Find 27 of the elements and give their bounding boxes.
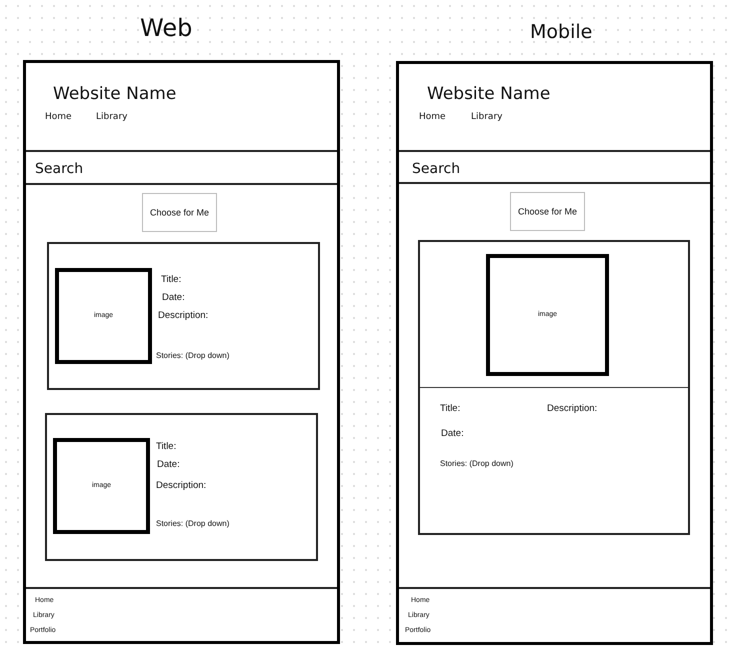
field-label: Title: xyxy=(156,441,176,452)
field-label: Title: xyxy=(161,274,182,286)
field-label: Date: xyxy=(441,428,464,440)
frame-heading: Mobile xyxy=(530,21,592,44)
field-label: Description: xyxy=(547,403,598,414)
field-label: Stories: (Drop down) xyxy=(440,459,514,469)
choose-button: Choose for Me xyxy=(510,192,585,231)
nav-link: Library xyxy=(471,112,502,123)
field-label: Stories: (Drop down) xyxy=(156,519,230,529)
field-label: Stories: (Drop down) xyxy=(156,351,230,361)
field-label: Date: xyxy=(157,459,180,470)
site-name: Website Name xyxy=(427,84,550,104)
story-card xyxy=(418,240,690,535)
search-field: Search xyxy=(26,150,337,185)
nav-link: Library xyxy=(96,112,128,123)
frame-heading: Web xyxy=(140,14,192,43)
field-label: Date: xyxy=(162,292,185,304)
field-label: Description: xyxy=(156,480,206,492)
site-name: Website Name xyxy=(53,84,176,104)
search-field: Search xyxy=(399,150,710,184)
story-card xyxy=(45,413,318,561)
choose-button: Choose for Me xyxy=(142,193,217,232)
nav-link: Home xyxy=(419,112,446,123)
field-label: Title: xyxy=(440,403,460,414)
nav-link: Home xyxy=(45,112,72,123)
field-label: Description: xyxy=(158,310,208,322)
story-card xyxy=(47,242,320,390)
